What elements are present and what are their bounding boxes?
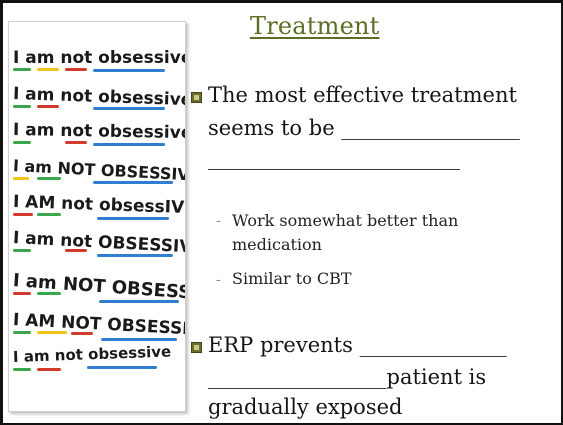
underline-mark: [13, 141, 31, 144]
underline-mark: [13, 105, 31, 108]
underline-mark: [13, 368, 31, 371]
underline-mark: [97, 217, 169, 220]
image-text-line: I am not obsessive: [13, 48, 186, 68]
image-text-line: I am not obsessive: [12, 120, 186, 144]
subbullet1-line2: medication: [232, 235, 322, 254]
underline-mark: [37, 105, 59, 108]
underline-mark: [13, 213, 33, 216]
underline-mark: [13, 177, 29, 180]
underline-mark: [13, 249, 31, 252]
bullet1-line1: The most effective treatment: [208, 83, 517, 107]
sub-bullet-dash: -: [216, 213, 221, 229]
underline-mark: [93, 107, 165, 110]
underline-mark: [37, 213, 61, 216]
bullet1-line2: seems to be _________________: [208, 116, 520, 140]
underline-mark: [65, 141, 87, 144]
underline-mark: [13, 68, 31, 71]
image-text-line: I am not obsessive: [12, 342, 172, 366]
obsessive-handwriting-image: I am not obsessive I am not obsessive I …: [8, 21, 186, 412]
underline-mark: [37, 368, 61, 371]
bullet-icon: [191, 342, 202, 353]
subbullet1-line1: Work somewhat better than: [232, 211, 459, 230]
underline-mark: [93, 181, 173, 184]
underline-mark: [93, 69, 165, 72]
underline-mark: [93, 143, 165, 146]
bullet2-line3: gradually exposed: [208, 395, 403, 419]
slide-title: Treatment: [250, 12, 380, 40]
underline-mark: [71, 332, 93, 335]
underline-mark: [13, 331, 31, 334]
bullet2-line1: ERP prevents ______________: [208, 333, 507, 357]
underline-mark: [65, 68, 87, 71]
bullet2-line2: _________________patient is: [208, 365, 487, 389]
underline-mark: [37, 292, 61, 295]
underline-mark: [13, 292, 31, 295]
bullet1-line3: ________________________: [208, 146, 460, 170]
bullet-icon: [191, 92, 202, 103]
underline-mark: [37, 331, 67, 334]
underline-mark: [97, 254, 173, 257]
underline-mark: [65, 249, 87, 252]
underline-mark: [37, 68, 59, 71]
underline-mark: [37, 177, 61, 180]
subbullet2-line1: Similar to CBT: [232, 269, 352, 288]
underline-mark: [99, 300, 179, 303]
underline-mark: [87, 366, 157, 369]
underline-mark: [101, 338, 177, 341]
sub-bullet-dash: -: [216, 272, 221, 288]
image-text-line: I AM NOT OBSESSIVE: [12, 310, 186, 341]
